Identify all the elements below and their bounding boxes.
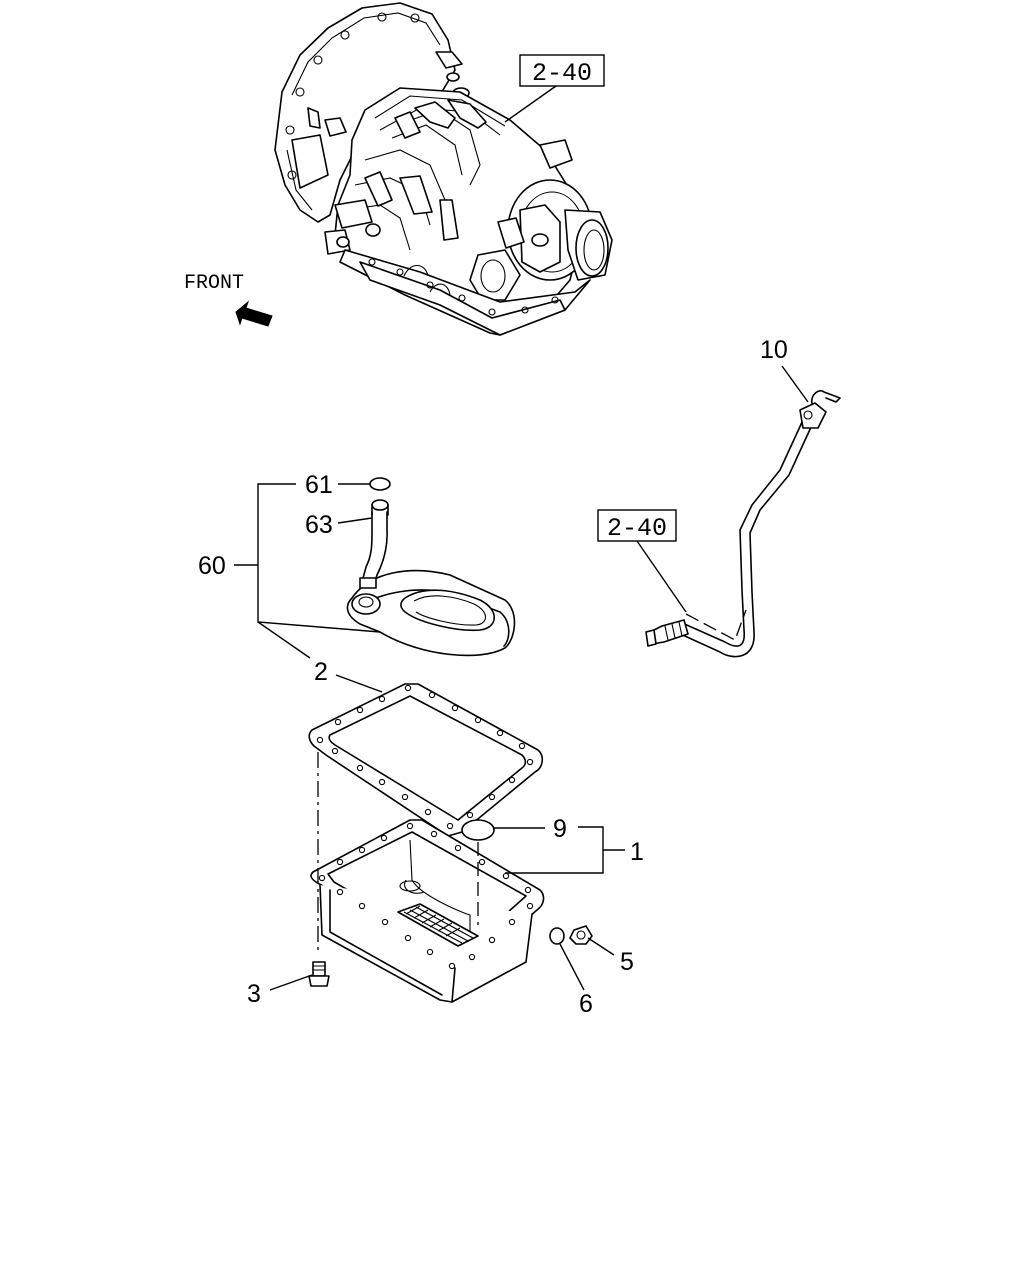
callout-61: 61	[305, 471, 370, 499]
callout-9: 9	[494, 815, 567, 843]
callout-60: 60	[198, 552, 226, 580]
front-label: FRONT	[184, 272, 244, 295]
callout-label-61: 61	[305, 471, 333, 499]
callout-label-60: 60	[198, 552, 226, 580]
callout-label-3: 3	[247, 980, 261, 1008]
front-arrow-icon	[235, 300, 273, 327]
drain-plug-5	[569, 925, 593, 945]
oil-pan	[310, 819, 545, 1003]
reference-label-top: 2-40	[532, 59, 592, 88]
callout-63: 63	[305, 511, 373, 539]
callout-label-9: 9	[553, 815, 567, 843]
oil-pan-gasket	[308, 683, 544, 837]
bracket-1	[505, 826, 625, 874]
reference-box-dipstick: 2-40	[597, 509, 747, 641]
callout-6: 6	[559, 943, 593, 1018]
plug-9	[461, 819, 495, 925]
callout-3: 3	[247, 974, 313, 1008]
callout-label-1: 1	[630, 838, 644, 866]
washer-6	[549, 927, 565, 945]
callout-label-63: 63	[305, 511, 333, 539]
dipstick-tube-assembly	[645, 389, 841, 658]
bolt-3	[308, 961, 330, 987]
callout-label-6: 6	[579, 990, 593, 1018]
reference-label-dipstick: 2-40	[607, 514, 667, 543]
front-indicator: FRONT	[184, 272, 273, 327]
bracket-60	[234, 483, 381, 659]
oil-strainer-assembly	[346, 477, 516, 657]
callout-2: 2	[314, 658, 383, 693]
callout-label-10: 10	[760, 336, 788, 364]
reference-box-top: 2-40	[504, 54, 605, 123]
transmission-assembly	[274, 2, 613, 336]
callout-label-2: 2	[314, 658, 328, 686]
callout-1: 1	[630, 838, 644, 866]
callout-10: 10	[760, 336, 809, 403]
callout-label-5: 5	[620, 948, 634, 976]
callout-5: 5	[587, 937, 634, 976]
